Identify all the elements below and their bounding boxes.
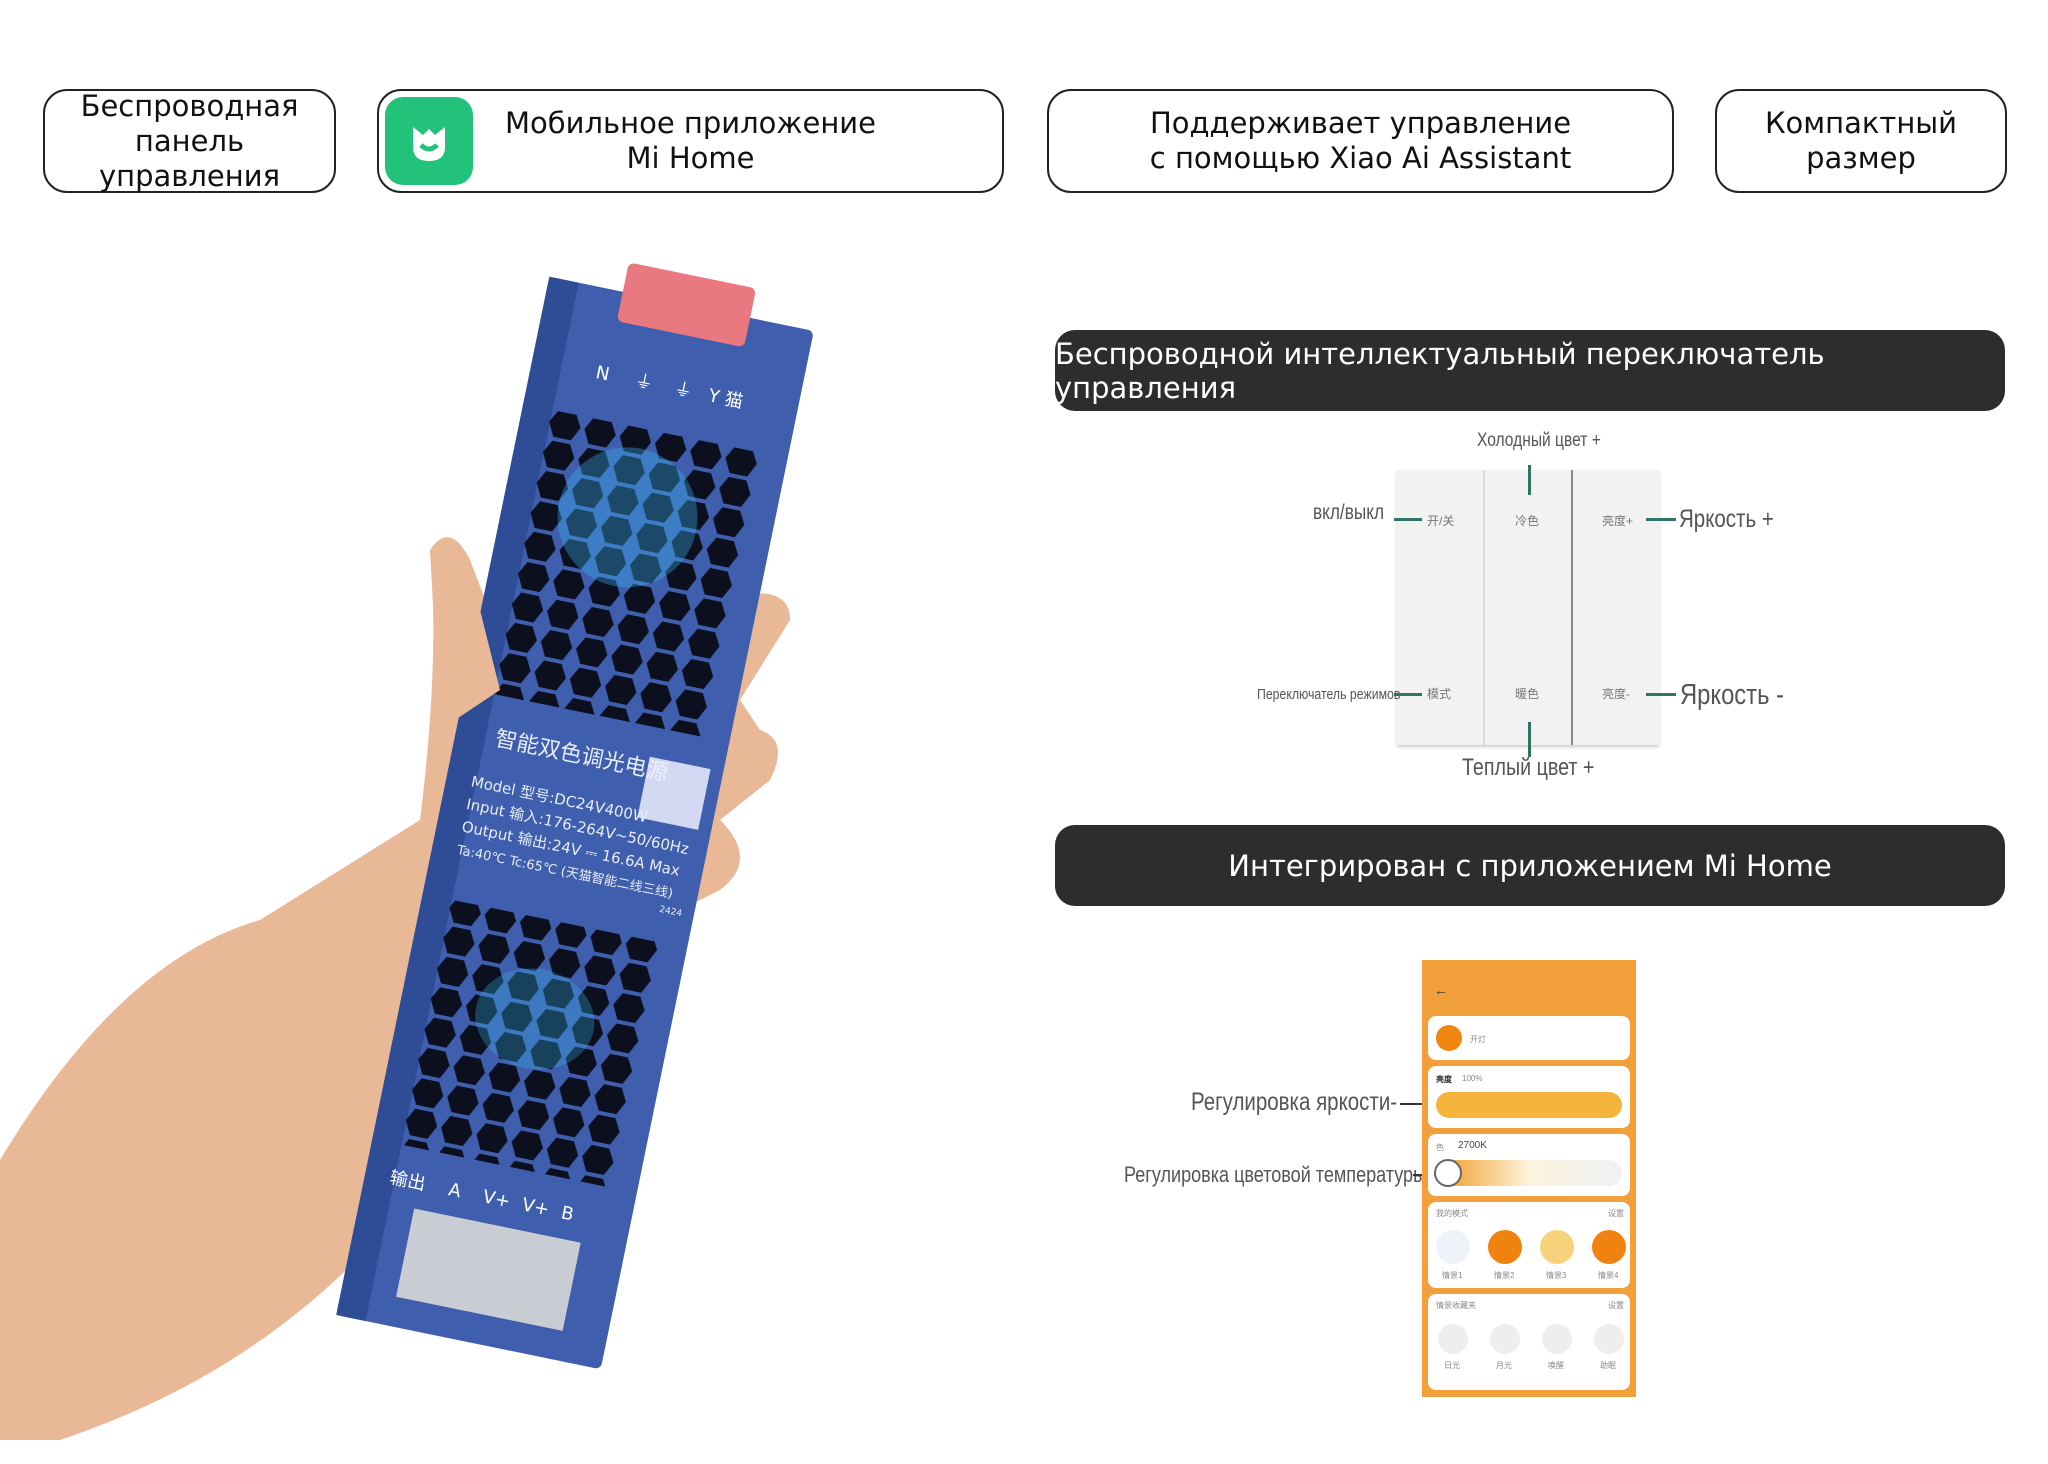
color-temp-thumb[interactable] bbox=[1434, 1159, 1462, 1187]
scene-button[interactable] bbox=[1592, 1230, 1626, 1264]
scene-button[interactable] bbox=[1488, 1230, 1522, 1264]
favorite-label: 月光 bbox=[1496, 1361, 1512, 1370]
favorite-scene-icon[interactable] bbox=[1594, 1324, 1624, 1354]
mi-home-app-screen: ← 开灯 亮度 100% 色 2700K 我的模式 设置 情景1 情景2 情景3 情景… bbox=[1422, 960, 1636, 1397]
feature-label: Компактный размер bbox=[1764, 106, 1958, 175]
scene-label: 情景3 bbox=[1546, 1271, 1567, 1280]
device-code: 2424 bbox=[658, 905, 683, 919]
brightness-slider[interactable] bbox=[1436, 1092, 1622, 1118]
feature-mi-home: Мобильное приложение Mi Home bbox=[377, 89, 1004, 193]
feature-label: Мобильное приложение Mi Home bbox=[505, 106, 876, 175]
switch-section-title: Беспроводной интеллектуальный переключат… bbox=[1055, 330, 2005, 411]
label-power: вкл/выкл bbox=[1313, 501, 1385, 524]
qr-code bbox=[637, 756, 711, 830]
power-supply-device: 智能双色调光电源 Model 型号:DC24V400W Input 输入:176… bbox=[336, 263, 813, 1369]
brightness-cn: 亮度 bbox=[1436, 1075, 1452, 1084]
favorite-label: 唤醒 bbox=[1548, 1361, 1564, 1370]
favorites-cn: 情景收藏夹 bbox=[1436, 1301, 1476, 1310]
terminal-mark: N bbox=[594, 362, 611, 385]
label-brightness-up: Яркость + bbox=[1679, 505, 1774, 533]
mi-home-icon bbox=[385, 97, 473, 185]
scene-label: 情景1 bbox=[1442, 1271, 1463, 1280]
lamp-label: 开灯 bbox=[1470, 1035, 1486, 1044]
switch-key-cold[interactable]: 冷色 bbox=[1515, 514, 1540, 528]
brightness-card: 亮度 100% bbox=[1428, 1066, 1630, 1128]
favorite-scene-icon[interactable] bbox=[1542, 1324, 1572, 1354]
scene-label: 情景4 bbox=[1598, 1271, 1619, 1280]
label-brightness-down: Яркость - bbox=[1680, 679, 1784, 711]
switch-key-bright-up[interactable]: 亮度+ bbox=[1602, 514, 1634, 528]
favorite-label: 日光 bbox=[1444, 1361, 1460, 1370]
brightness-value: 100% bbox=[1462, 1074, 1483, 1083]
color-temp-slider[interactable] bbox=[1436, 1160, 1622, 1186]
favorite-scene-icon[interactable] bbox=[1438, 1324, 1468, 1354]
favorite-label: 助眠 bbox=[1600, 1361, 1616, 1370]
product-photo: 智能双色调光电源 Model 型号:DC24V400W Input 输入:176… bbox=[0, 263, 813, 1440]
scene-label: 情景2 bbox=[1494, 1271, 1515, 1280]
terminal-mark: A bbox=[447, 1179, 464, 1202]
modes-settings[interactable]: 设置 bbox=[1608, 1209, 1624, 1218]
terminal-mark: ⏚ bbox=[633, 370, 655, 394]
terminal-mark: ⏚ bbox=[672, 378, 694, 402]
favorites-settings[interactable]: 设置 bbox=[1608, 1301, 1624, 1310]
switch-key-mode[interactable]: 模式 bbox=[1427, 687, 1452, 701]
app-section-title: Интегрирован с приложением Mi Home bbox=[1055, 825, 2005, 906]
label-mode-switch: Переключатель режимов bbox=[1257, 686, 1401, 703]
color-temp-card: 色 2700K bbox=[1428, 1134, 1630, 1196]
color-temp-value: 2700K bbox=[1458, 1140, 1487, 1151]
feature-label: Беспроводная панель управления bbox=[80, 88, 299, 193]
terminal-mark: B bbox=[559, 1202, 575, 1225]
power-card: 开灯 bbox=[1428, 1016, 1630, 1060]
wireless-switch-panel: 开/关 冷色 亮度+ 模式 暖色 亮度- bbox=[1397, 470, 1659, 745]
switch-key-power[interactable]: 开/关 bbox=[1427, 514, 1455, 528]
label-brightness-control: Регулировка яркости- bbox=[1191, 1088, 1398, 1116]
modes-card: 我的模式 设置 情景1 情景2 情景3 情景4 bbox=[1428, 1202, 1630, 1288]
power-icon[interactable] bbox=[1436, 1025, 1462, 1051]
label-temperature-control: Регулировка цветовой температуры bbox=[1124, 1162, 1427, 1187]
color-cn: 色 bbox=[1436, 1143, 1444, 1152]
favorite-scene-icon[interactable] bbox=[1490, 1324, 1520, 1354]
feature-xiao-ai: Поддерживает управление с помощью Xiao A… bbox=[1047, 89, 1674, 193]
thumb bbox=[430, 538, 500, 730]
favorites-card: 情景收藏夹 设置 日光 月光 唤醒 助眠 bbox=[1428, 1294, 1630, 1390]
back-arrow-icon[interactable]: ← bbox=[1434, 982, 1448, 998]
label-warm-color: Теплый цвет + bbox=[1462, 754, 1595, 781]
feature-label: Поддерживает управление с помощью Xiao A… bbox=[1149, 106, 1572, 175]
scene-button[interactable] bbox=[1540, 1230, 1574, 1264]
scene-button[interactable] bbox=[1436, 1230, 1470, 1264]
switch-key-bright-down[interactable]: 亮度- bbox=[1602, 687, 1630, 701]
feature-compact: Компактный размер bbox=[1715, 89, 2007, 193]
feature-wireless-panel: Беспроводная панель управления bbox=[43, 89, 336, 193]
modes-cn: 我的模式 bbox=[1436, 1209, 1468, 1218]
switch-key-warm[interactable]: 暖色 bbox=[1515, 687, 1540, 701]
label-cold-color: Холодный цвет + bbox=[1477, 430, 1601, 451]
